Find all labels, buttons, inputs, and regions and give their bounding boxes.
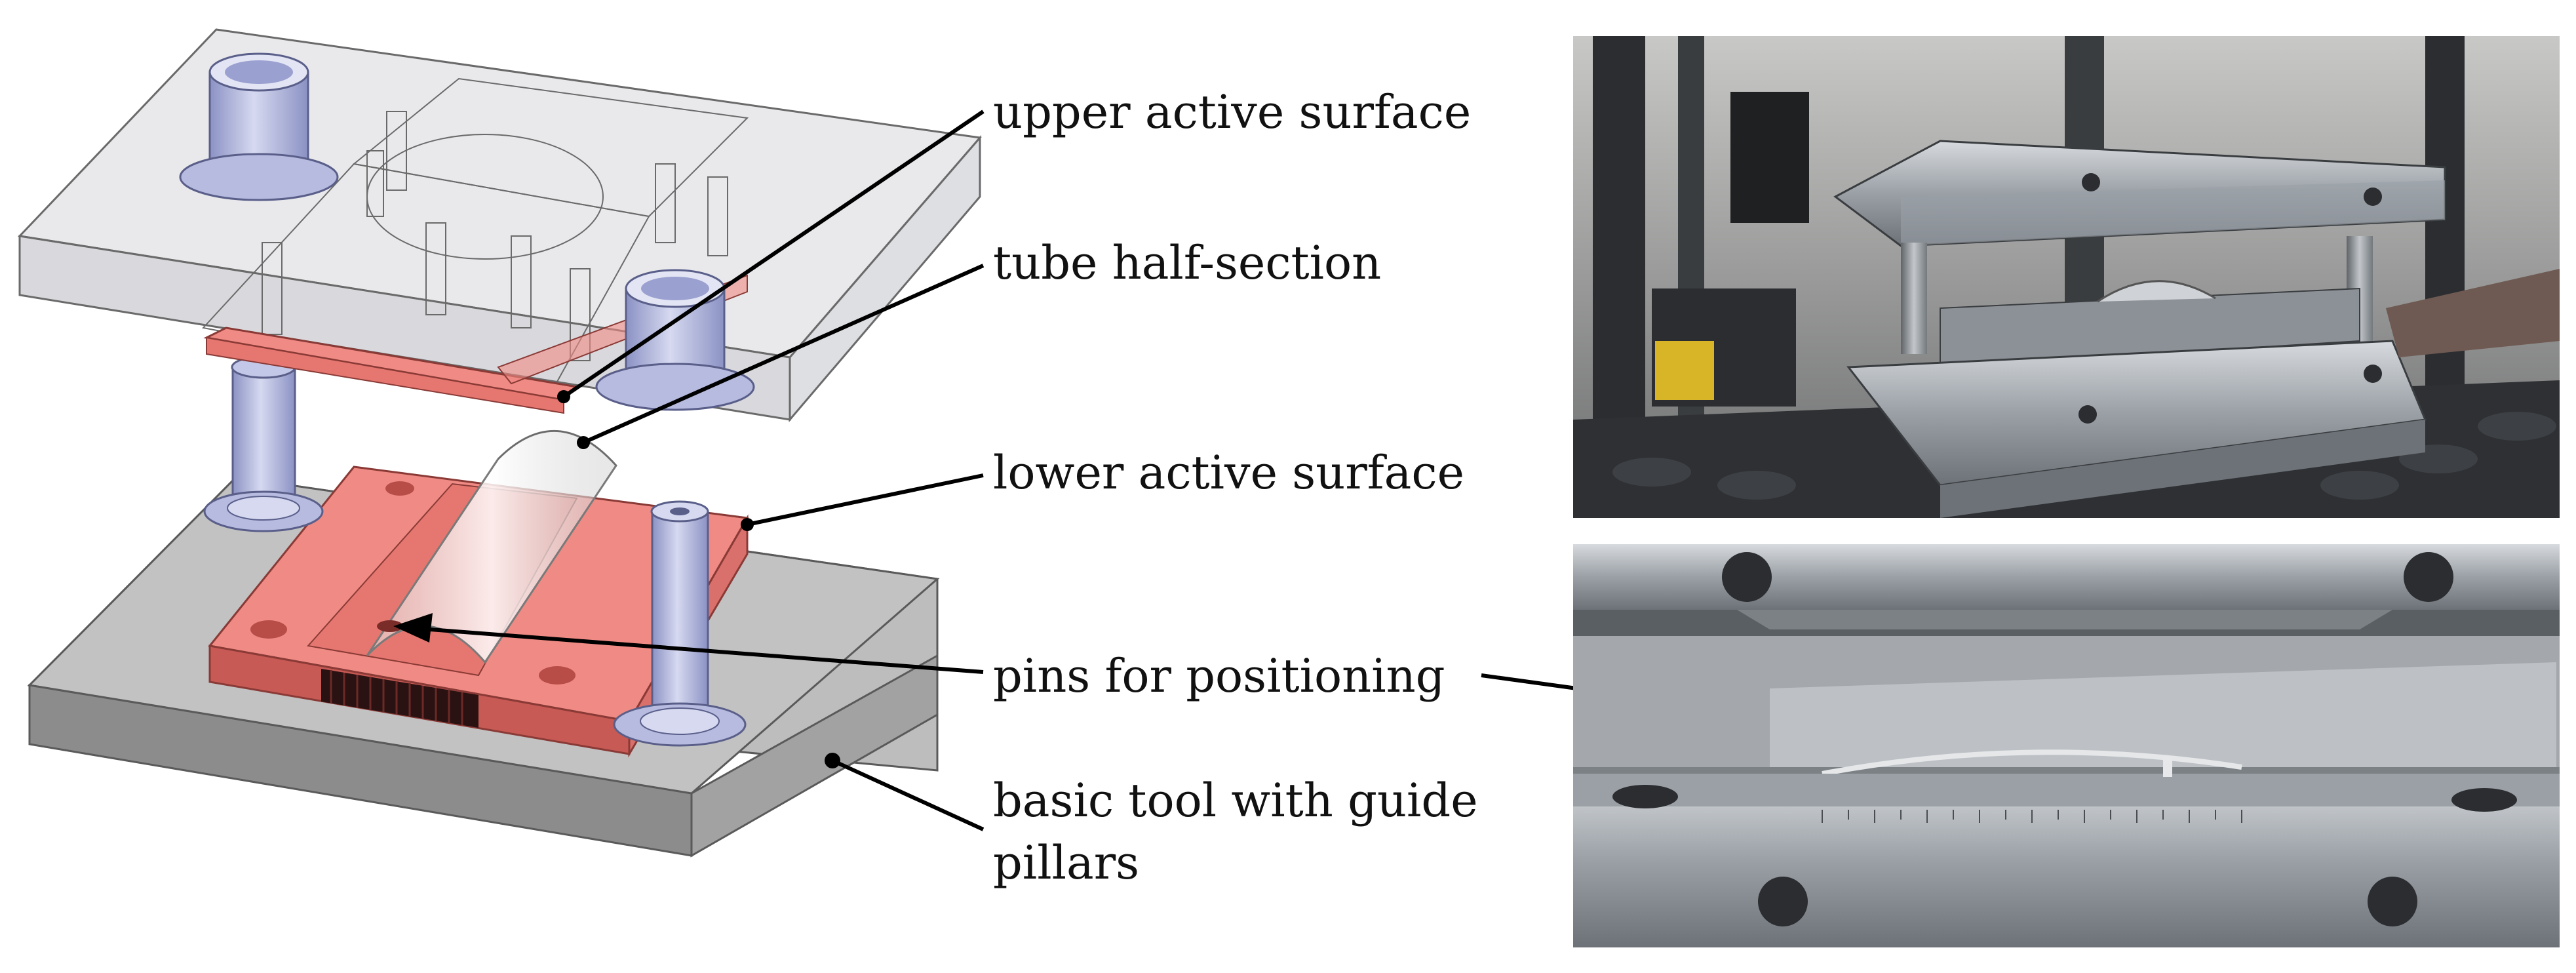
- hole-icon: [250, 620, 287, 639]
- label-lower-active-surface: lower active surface: [993, 446, 1464, 500]
- photo-closeup: [1573, 544, 2560, 947]
- bolt-hole-icon: [2082, 173, 2100, 191]
- hole-icon: [385, 481, 414, 496]
- guide-bushing-front: [595, 269, 755, 411]
- scale-ticks: [1822, 810, 2242, 823]
- label-tube-half-section: tube half-section: [993, 236, 1381, 290]
- label-pins-for-positioning: pins for positioning: [993, 649, 1445, 703]
- bolt-hole-icon: [2404, 552, 2453, 602]
- bolt-hole-icon: [1612, 785, 1678, 808]
- positioning-pin-icon: [377, 620, 403, 632]
- callout-labels: upper active surface tube half-section l…: [993, 85, 1478, 890]
- arrow-head-icon: [393, 613, 433, 643]
- bolt-hole-icon: [2364, 188, 2382, 206]
- hole-icon: [539, 666, 576, 685]
- upper-active-surface: [203, 274, 748, 414]
- bolt-hole-icon: [2364, 365, 2382, 383]
- bolt-hole-icon: [2368, 877, 2417, 926]
- knurl-lines: [330, 670, 463, 725]
- upper-plate: [17, 28, 982, 423]
- positioning-pin-icon: [2163, 757, 2172, 777]
- guide-bushing-back: [179, 52, 339, 201]
- label-upper-active-surface: upper active surface: [993, 85, 1471, 139]
- bolt-hole-icon: [2078, 405, 2097, 424]
- bolt-hole-icon: [1722, 552, 1772, 602]
- bolt-hole-icon: [1758, 877, 1808, 926]
- label-basic-tool-line2: pillars: [993, 836, 1139, 890]
- guide-pillar-right: [613, 500, 747, 747]
- cad-drawing: [17, 28, 982, 858]
- guide-pillar-left: [203, 355, 324, 532]
- bolt-hole-icon: [2451, 788, 2517, 812]
- photo-press: [1573, 36, 2560, 518]
- label-basic-tool-line1: basic tool with guide: [993, 774, 1478, 827]
